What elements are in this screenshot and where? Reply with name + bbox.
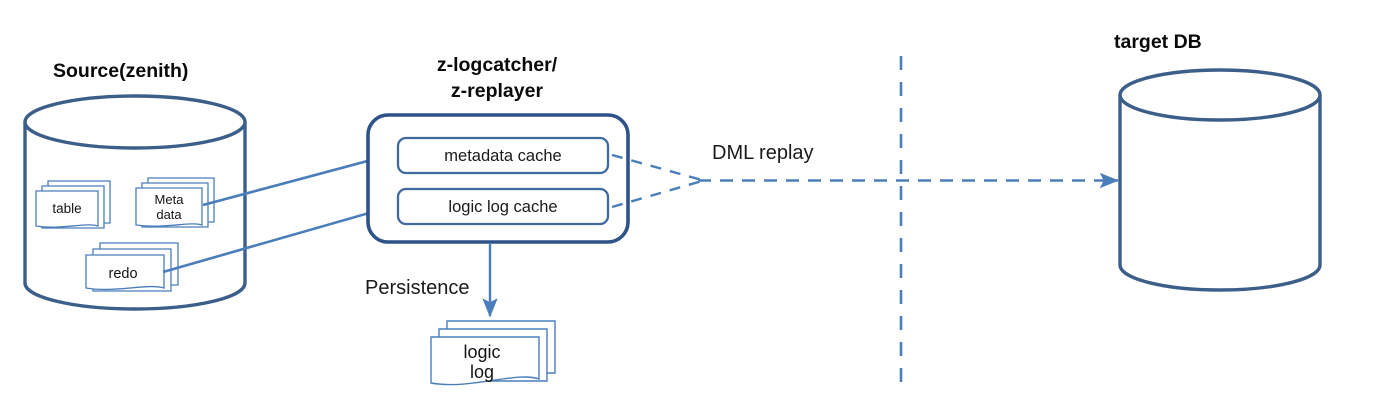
metadata-document-stack: Meta data [135, 177, 215, 228]
metadata-doc-label-line1: Meta [155, 192, 185, 207]
logic-log-document-stack: logic log [430, 320, 556, 386]
logcatcher-title-line1: z-logcatcher/ [437, 54, 558, 76]
metadata-doc-label-line2: data [156, 207, 182, 222]
logcatcher-title-line2: z-replayer [451, 80, 544, 102]
logic-log-cache-label: logic log cache [448, 198, 557, 216]
persistence-label: Persistence [365, 277, 470, 299]
target-cylinder-body [1118, 95, 1322, 292]
dashed-line-metadata-cache-out [611, 153, 703, 182]
source-db-title: Source(zenith) [53, 60, 188, 82]
target-database-cylinder [1118, 68, 1322, 292]
logic-log-doc-label-line2: log [470, 362, 494, 382]
source-cylinder-top [23, 94, 247, 150]
target-cylinder-top [1118, 68, 1322, 122]
metadata-cache-box: metadata cache [396, 136, 610, 175]
table-doc-label: table [52, 201, 81, 216]
source-cylinder-body [23, 122, 247, 311]
dashed-line-logic-log-cache-out [611, 179, 703, 209]
dml-replay-label: DML replay [712, 142, 814, 164]
table-document-stack: table [35, 180, 111, 229]
source-database-cylinder [23, 94, 247, 311]
redo-document-stack: redo [85, 242, 179, 292]
arrow-redo-to-logic-log-cache [162, 204, 391, 274]
target-db-title: target DB [1114, 31, 1202, 53]
metadata-cache-label: metadata cache [444, 147, 561, 165]
redo-doc-label: redo [108, 266, 137, 282]
arrow-metadata-to-metadata-cache [202, 152, 392, 207]
logic-log-doc-label-line1: logic [463, 342, 500, 362]
logic-log-cache-box: logic log cache [396, 187, 610, 226]
